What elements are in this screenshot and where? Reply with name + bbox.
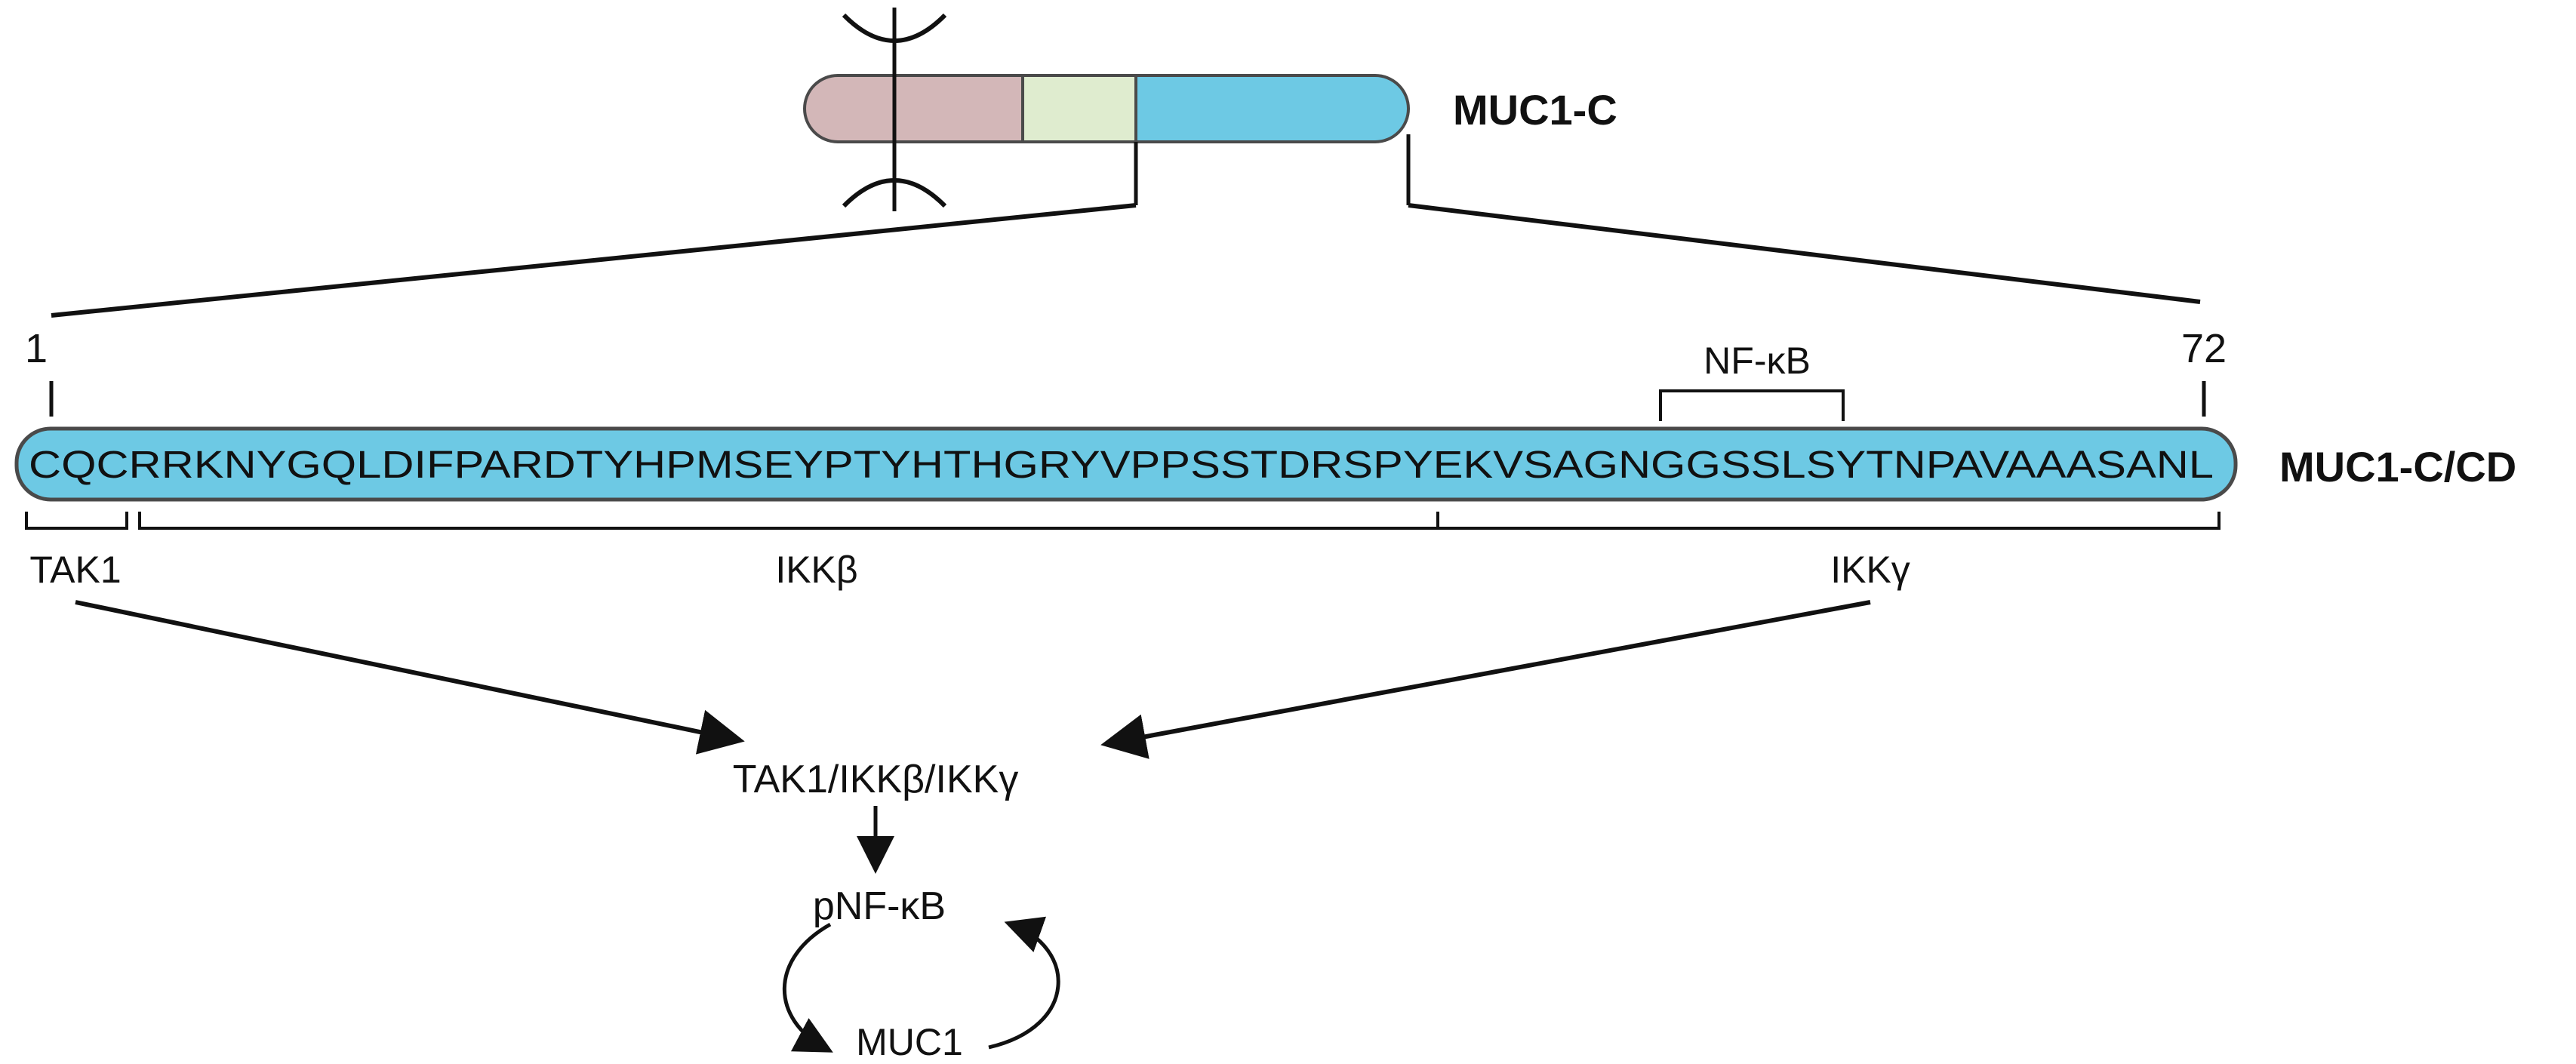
muc1c-cytoplasmic-segment	[1134, 74, 1410, 143]
muc1c-protein-bar	[803, 8, 1410, 211]
membrane-upper-arc	[842, 13, 947, 43]
nfkb-site-bracket	[1659, 389, 1845, 421]
ikkg-to-complex-arrow	[1100, 600, 1871, 759]
complex-label: TAK1/IKKβ/IKKγ	[733, 758, 1019, 801]
ikkb-label: IKKβ	[775, 549, 857, 591]
muc1-to-pnfkb-loop-arrow	[988, 916, 1060, 1050]
muc1c-middle-segment	[1021, 74, 1137, 143]
tak1-bracket	[25, 512, 128, 530]
muc1c-cd-sequence-bar	[14, 426, 2238, 502]
ikkg-label: IKKγ	[1830, 549, 1910, 591]
zoom-left-diagonal	[51, 203, 1137, 318]
pnfkb-to-muc1-loop-arrow	[782, 922, 833, 1053]
muc1c-cd-label: MUC1-C/CD	[2279, 443, 2516, 490]
ikkg-bracket	[1436, 512, 2221, 530]
membrane-lower-arc	[842, 178, 947, 208]
pnfkb-label: pNF-κB	[813, 884, 946, 928]
zoom-right-diagonal	[1408, 203, 2201, 304]
tak1-to-complex-arrow	[75, 600, 745, 755]
nfkb-site-label: NF-κB	[1703, 340, 1811, 382]
tak1-label: TAK1	[29, 549, 121, 591]
muc1c-left-segment	[803, 74, 1024, 143]
muc1c-label: MUC1-C	[1453, 86, 1617, 134]
position-start-label: 1	[25, 326, 48, 371]
zoom-lines	[51, 134, 2201, 318]
position-end-label: 72	[2181, 326, 2227, 371]
amino-acid-sequence: CQCRRKNYGQLDIFPARDTYHPMSEYPTYHTHGRYVPPSS…	[29, 443, 2214, 486]
ikkb-bracket	[138, 512, 1439, 530]
muc1-label: MUC1	[856, 1021, 963, 1063]
